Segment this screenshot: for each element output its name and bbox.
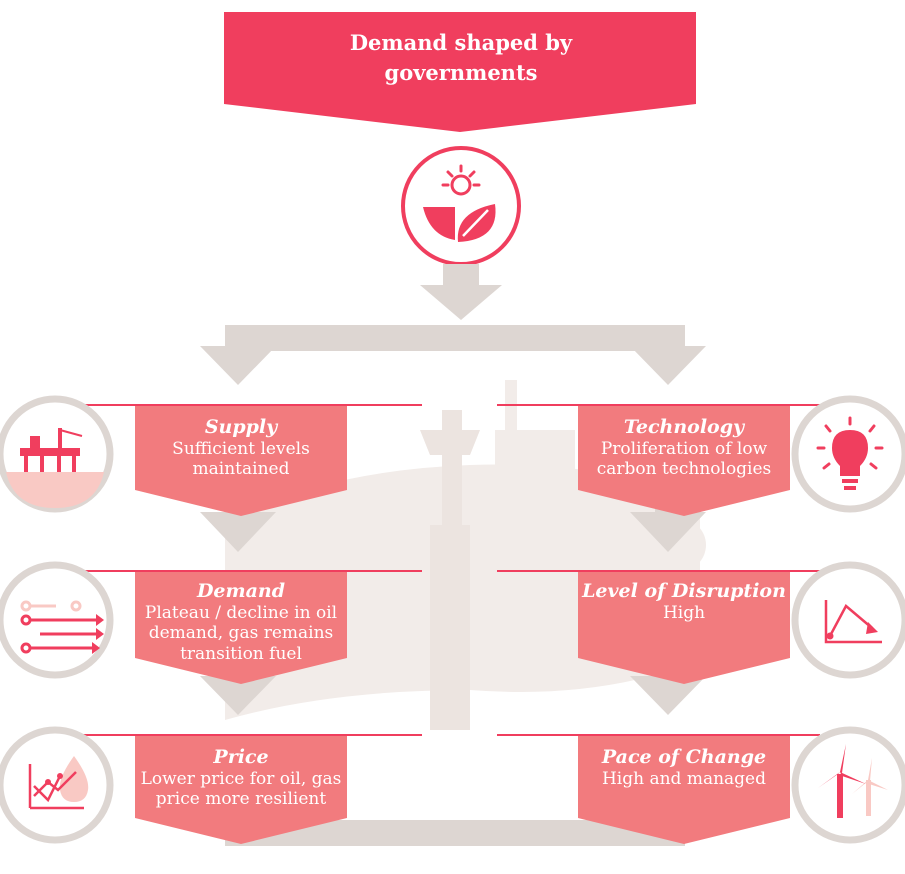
card-rules xyxy=(80,404,820,736)
wind-turbines-icon xyxy=(791,726,905,844)
lightbulb-icon xyxy=(791,395,905,513)
card-supply-title: Supply xyxy=(204,416,278,438)
oil-rig-icon xyxy=(0,395,114,513)
card-demand-title: Demand xyxy=(196,580,286,602)
card-technology-title: Technology xyxy=(623,416,745,438)
card-disruption: Level of Disruption High xyxy=(573,580,795,623)
card-disruption-line1: High xyxy=(662,602,706,623)
card-price-shape xyxy=(135,736,347,844)
card-pace-line1: High and managed xyxy=(601,768,767,789)
card-price-title: Price xyxy=(213,746,269,768)
card-demand-line2: demand, gas remains xyxy=(148,623,334,644)
card-supply: Supply Sufficient levels maintained xyxy=(135,416,347,480)
page-title: Demand shaped by governments xyxy=(232,28,690,89)
card-supply-shape xyxy=(135,406,347,516)
falling-line-chart-icon xyxy=(791,561,905,679)
card-pace: Pace of Change High and managed xyxy=(573,746,795,789)
card-technology: Technology Proliferation of low carbon t… xyxy=(573,416,795,480)
card-price: Price Lower price for oil, gas price mor… xyxy=(130,746,352,810)
title-line-1: Demand shaped by xyxy=(349,30,573,55)
flow-arrows-icon xyxy=(0,561,114,679)
card-demand-line1: Plateau / decline in oil xyxy=(144,602,338,623)
card-demand-line3: transition fuel xyxy=(180,643,302,664)
title-line-2: governments xyxy=(384,60,538,86)
card-supply-line2: maintained xyxy=(192,459,290,480)
card-disruption-shape xyxy=(578,572,790,684)
card-price-line1: Lower price for oil, gas xyxy=(140,768,342,789)
card-pace-title: Pace of Change xyxy=(601,746,767,768)
card-technology-shape xyxy=(578,406,790,516)
card-demand-shape xyxy=(135,572,347,684)
card-price-line2: price more resilient xyxy=(155,789,327,810)
header-banner xyxy=(224,12,696,132)
card-demand: Demand Plateau / decline in oil demand, … xyxy=(130,580,352,664)
card-supply-line1: Sufficient levels xyxy=(172,438,310,459)
card-disruption-title: Level of Disruption xyxy=(582,580,786,602)
sun-leaf-icon xyxy=(401,146,521,266)
price-chart-drop-icon xyxy=(0,726,114,844)
card-technology-line1: Proliferation of low xyxy=(600,438,768,459)
card-technology-line2: carbon technologies xyxy=(596,459,772,480)
card-pace-shape xyxy=(578,736,790,844)
